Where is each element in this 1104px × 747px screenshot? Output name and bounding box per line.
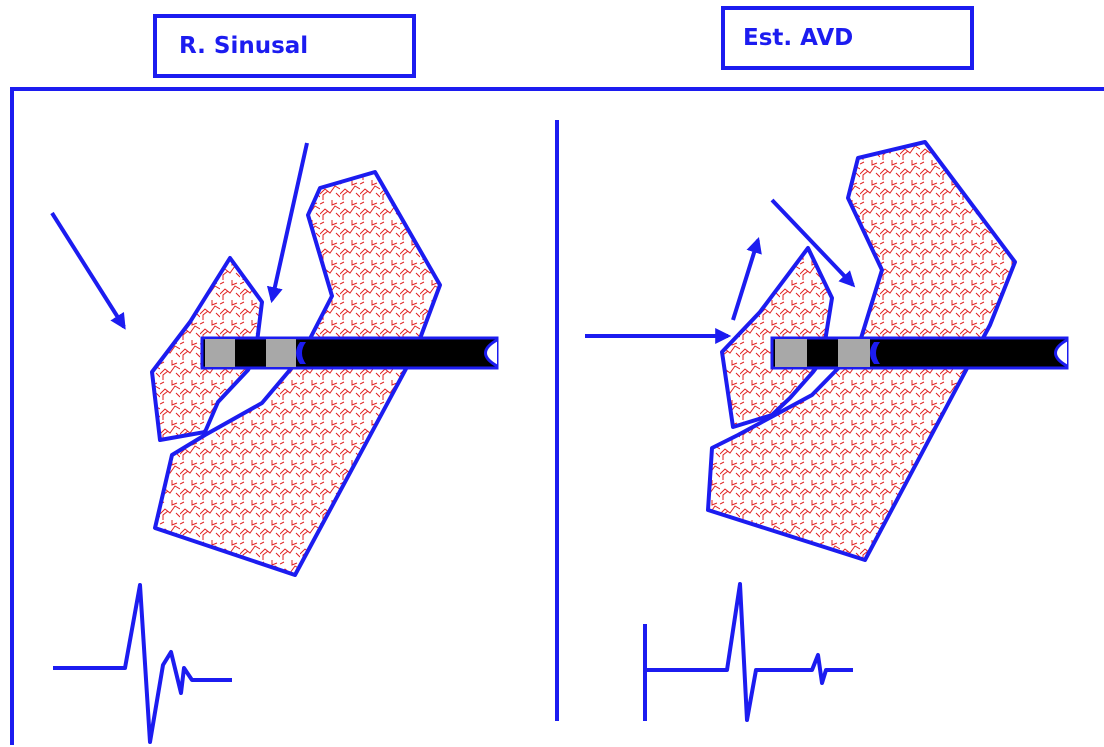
activation-arrow xyxy=(272,143,307,300)
right-catheter xyxy=(772,338,1067,368)
left-ecg-trace xyxy=(53,585,232,742)
left-catheter xyxy=(202,338,497,368)
activation-arrow xyxy=(52,213,124,327)
electrode-band xyxy=(775,339,807,367)
activation-arrow xyxy=(733,240,758,320)
left-panel xyxy=(52,143,497,742)
right-panel xyxy=(585,142,1067,721)
left-panel-title-box: R. Sinusal xyxy=(153,14,416,78)
right-panel-title: Est. AVD xyxy=(743,25,853,51)
electrode-band xyxy=(266,339,296,367)
right-ecg-trace xyxy=(643,584,853,720)
right-panel-title-box: Est. AVD xyxy=(721,6,974,70)
electrode-band xyxy=(205,339,235,367)
electrode-band xyxy=(838,339,870,367)
left-panel-title: R. Sinusal xyxy=(179,33,308,59)
